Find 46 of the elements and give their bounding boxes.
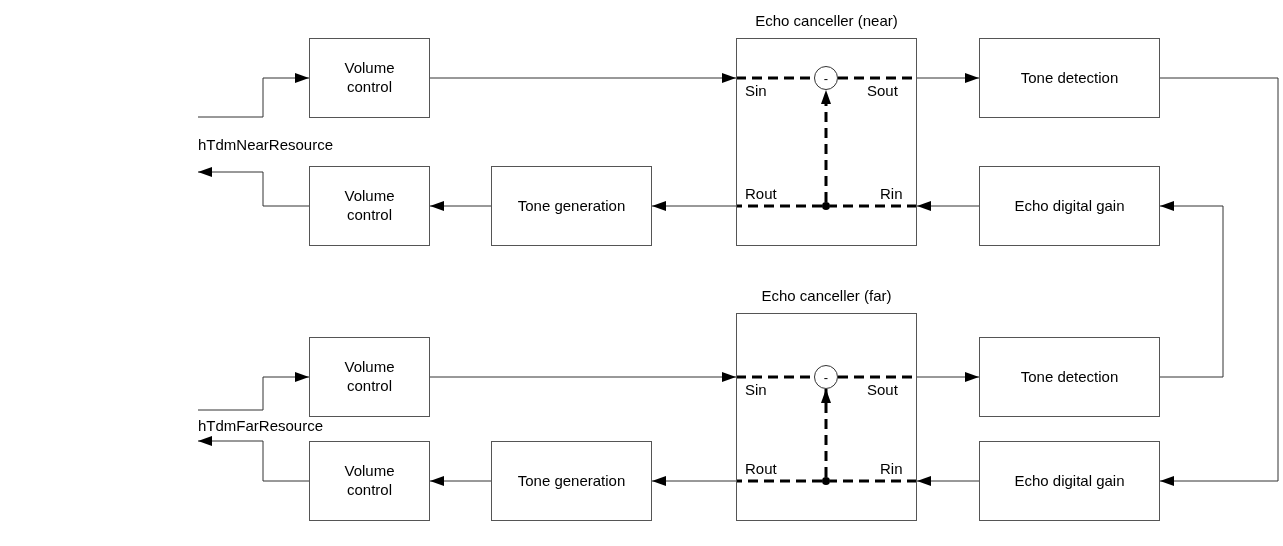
block-heading: Echo canceller (near) [754, 12, 899, 29]
process-box: Volume control [309, 337, 430, 417]
process-box: Volume control [309, 441, 430, 521]
dashed-signal-line [830, 479, 917, 483]
signal-arrow [197, 372, 310, 411]
junction-dot [822, 477, 830, 485]
dashed-signal-line [736, 479, 822, 483]
process-box: Echo digital gain [979, 166, 1160, 246]
port-label: Rout [745, 186, 777, 202]
signal-arrow [197, 436, 310, 482]
signal-arrow [1159, 201, 1224, 378]
process-box: Tone generation [491, 441, 652, 521]
junction-dot [822, 202, 830, 210]
signal-arrow [429, 372, 737, 382]
dashed-signal-line [830, 204, 917, 208]
signal-arrow [916, 73, 980, 83]
dashed-signal-line [821, 389, 831, 477]
process-box: Tone detection [979, 337, 1160, 417]
subtractor-circle: - [814, 66, 838, 90]
signal-arrow [916, 476, 980, 486]
port-label: Sin [745, 83, 767, 99]
signal-arrow [916, 201, 980, 211]
signal-arrow [197, 73, 310, 118]
port-label: Sin [745, 382, 767, 398]
signal-arrow [1159, 77, 1279, 486]
port-label: Sout [867, 83, 898, 99]
signal-arrow [429, 201, 492, 211]
dashed-signal-line [821, 90, 831, 202]
signal-arrow [651, 201, 737, 211]
process-box: Echo digital gain [979, 441, 1160, 521]
signal-arrow [651, 476, 737, 486]
process-box: Volume control [309, 166, 430, 246]
process-box: Tone generation [491, 166, 652, 246]
signal-arrow [429, 476, 492, 486]
port-label: Sout [867, 382, 898, 398]
process-box: Tone detection [979, 38, 1160, 118]
signal-arrow [197, 167, 310, 207]
signal-arrow [916, 372, 980, 382]
port-label: Rin [880, 461, 903, 477]
subtractor-circle: - [814, 365, 838, 389]
dashed-signal-line [736, 204, 822, 208]
block-heading: Echo canceller (far) [760, 287, 893, 304]
process-box: Volume control [309, 38, 430, 118]
port-label: Rin [880, 186, 903, 202]
signal-arrow [429, 73, 737, 83]
port-label: Rout [745, 461, 777, 477]
